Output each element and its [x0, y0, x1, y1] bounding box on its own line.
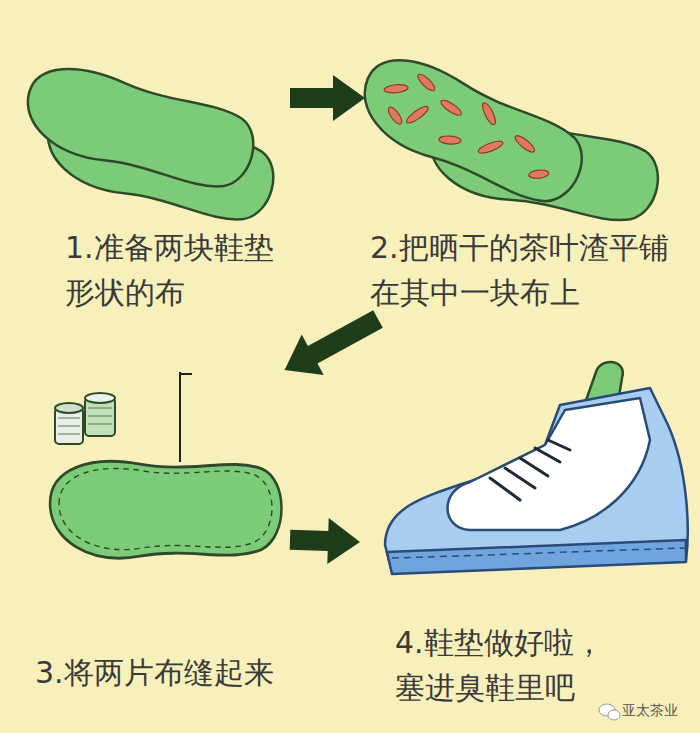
- step-panel: 3.将两片布缝起来: [20, 370, 290, 705]
- insole-with-tea: [349, 45, 666, 231]
- step-arrow: [285, 310, 383, 375]
- step-arrow: [290, 518, 360, 564]
- sewing: [50, 372, 282, 558]
- shoe: [385, 362, 688, 574]
- step-panel: 4.鞋垫做好啦，塞进臭鞋里吧: [360, 355, 690, 714]
- step-arrow: [290, 75, 365, 121]
- step-caption: 4.鞋垫做好啦，塞进臭鞋里吧: [395, 620, 615, 710]
- step-caption: 2.把晒干的茶叶渣平铺在其中一块布上: [370, 225, 680, 315]
- step-panel: 1.准备两块鞋垫形状的布: [20, 10, 290, 319]
- step-caption: 1.准备两块鞋垫形状的布: [65, 225, 290, 315]
- step-caption: 3.将两片布缝起来: [35, 650, 295, 695]
- watermark-icon: [599, 704, 620, 720]
- insole-pair: [17, 57, 282, 231]
- step-panel: 2.把晒干的茶叶渣平铺在其中一块布上: [365, 10, 690, 319]
- watermark: 亚太茶业: [622, 702, 678, 720]
